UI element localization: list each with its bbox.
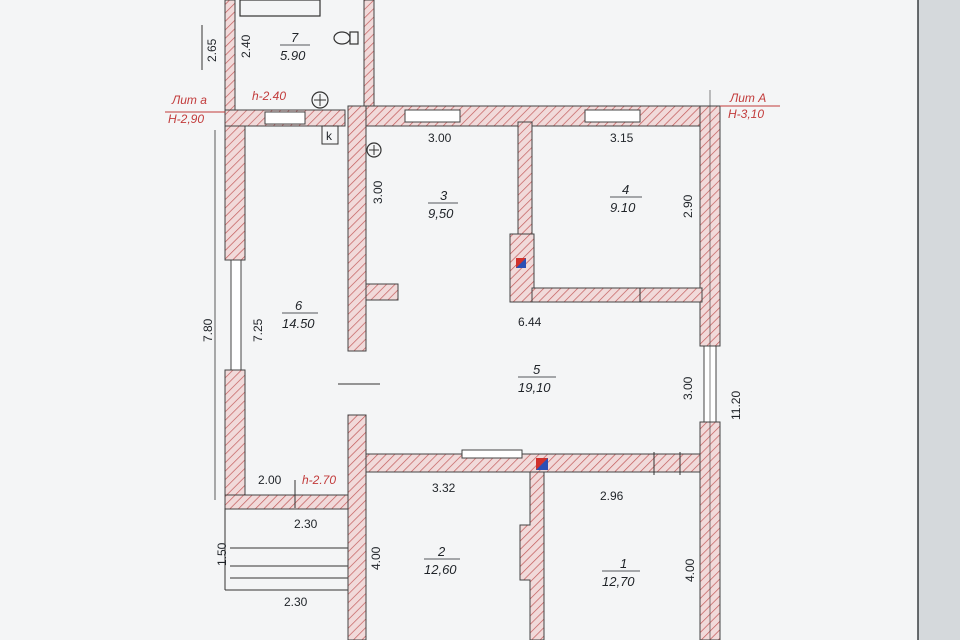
main-house-walls <box>338 90 721 640</box>
svg-text:9,50: 9,50 <box>428 206 454 221</box>
dim-332: 3.32 <box>432 481 456 495</box>
dim-300-mid: 3.00 <box>681 376 695 400</box>
svg-text:3: 3 <box>440 188 448 203</box>
paper-shadow-right <box>918 0 960 640</box>
svg-text:19,10: 19,10 <box>518 380 551 395</box>
svg-text:12,60: 12,60 <box>424 562 457 577</box>
dim-644: 6.44 <box>518 315 542 329</box>
room-label-4: 4 9.10 <box>610 182 642 215</box>
dim-1120: 11.20 <box>729 391 743 420</box>
chimney-icon <box>516 258 526 268</box>
dim-265: 2.65 <box>205 38 219 62</box>
room-label-1: 1 12,70 <box>602 556 640 589</box>
svg-text:1: 1 <box>620 556 627 571</box>
room-label-6: 6 14.50 <box>282 298 318 331</box>
dim-300-vertical: 3.00 <box>371 180 385 204</box>
height-270-label: h-2.70 <box>302 473 336 487</box>
label-k: k <box>326 129 333 143</box>
svg-text:14.50: 14.50 <box>282 316 315 331</box>
plus-socket-icon-room3 <box>366 142 382 158</box>
dim-230-a: 2.30 <box>294 517 318 531</box>
dim-315: 3.15 <box>610 131 634 145</box>
dim-150: 1.50 <box>215 542 229 566</box>
dim-400-right: 4.00 <box>683 558 697 582</box>
dim-296: 2.96 <box>600 489 624 503</box>
svg-text:4: 4 <box>622 182 629 197</box>
dim-230-b: 2.30 <box>284 595 308 609</box>
room-label-3: 3 9,50 <box>428 188 458 221</box>
svg-text:12,70: 12,70 <box>602 574 635 589</box>
lit-a-small-label: Лит а <box>171 93 207 107</box>
dim-300-top: 3.00 <box>428 131 452 145</box>
svg-text:2: 2 <box>437 544 446 559</box>
dimension-labels: 2.65 2.40 3.00 3.15 3.00 2.90 6.44 7.80 … <box>201 34 743 609</box>
chimney-icon-2 <box>536 458 548 470</box>
toilet-icon <box>333 31 359 45</box>
lit-a-big-label: Лит А <box>729 91 766 105</box>
dim-200: 2.00 <box>258 473 282 487</box>
height-240-label: h-2.40 <box>252 89 286 103</box>
room-label-2: 2 12,60 <box>424 544 460 577</box>
room-6-walls: k <box>214 91 356 591</box>
dim-400-left: 4.00 <box>369 546 383 570</box>
svg-text:9.10: 9.10 <box>610 200 636 215</box>
svg-text:5.90: 5.90 <box>280 48 306 63</box>
dim-240: 2.40 <box>239 34 253 58</box>
svg-text:7: 7 <box>291 30 299 45</box>
svg-text:5: 5 <box>533 362 541 377</box>
dim-780: 7.80 <box>201 318 215 342</box>
lit-a-big-height: Н-3,10 <box>728 107 764 121</box>
room-label-7: 7 5.90 <box>280 30 310 63</box>
plus-socket-icon <box>311 91 329 109</box>
dim-290: 2.90 <box>681 194 695 218</box>
room-label-5: 5 19,10 <box>518 362 556 395</box>
dim-725: 7.25 <box>251 318 265 342</box>
lit-a-small-height: Н-2,90 <box>168 112 204 126</box>
svg-text:6: 6 <box>295 298 303 313</box>
